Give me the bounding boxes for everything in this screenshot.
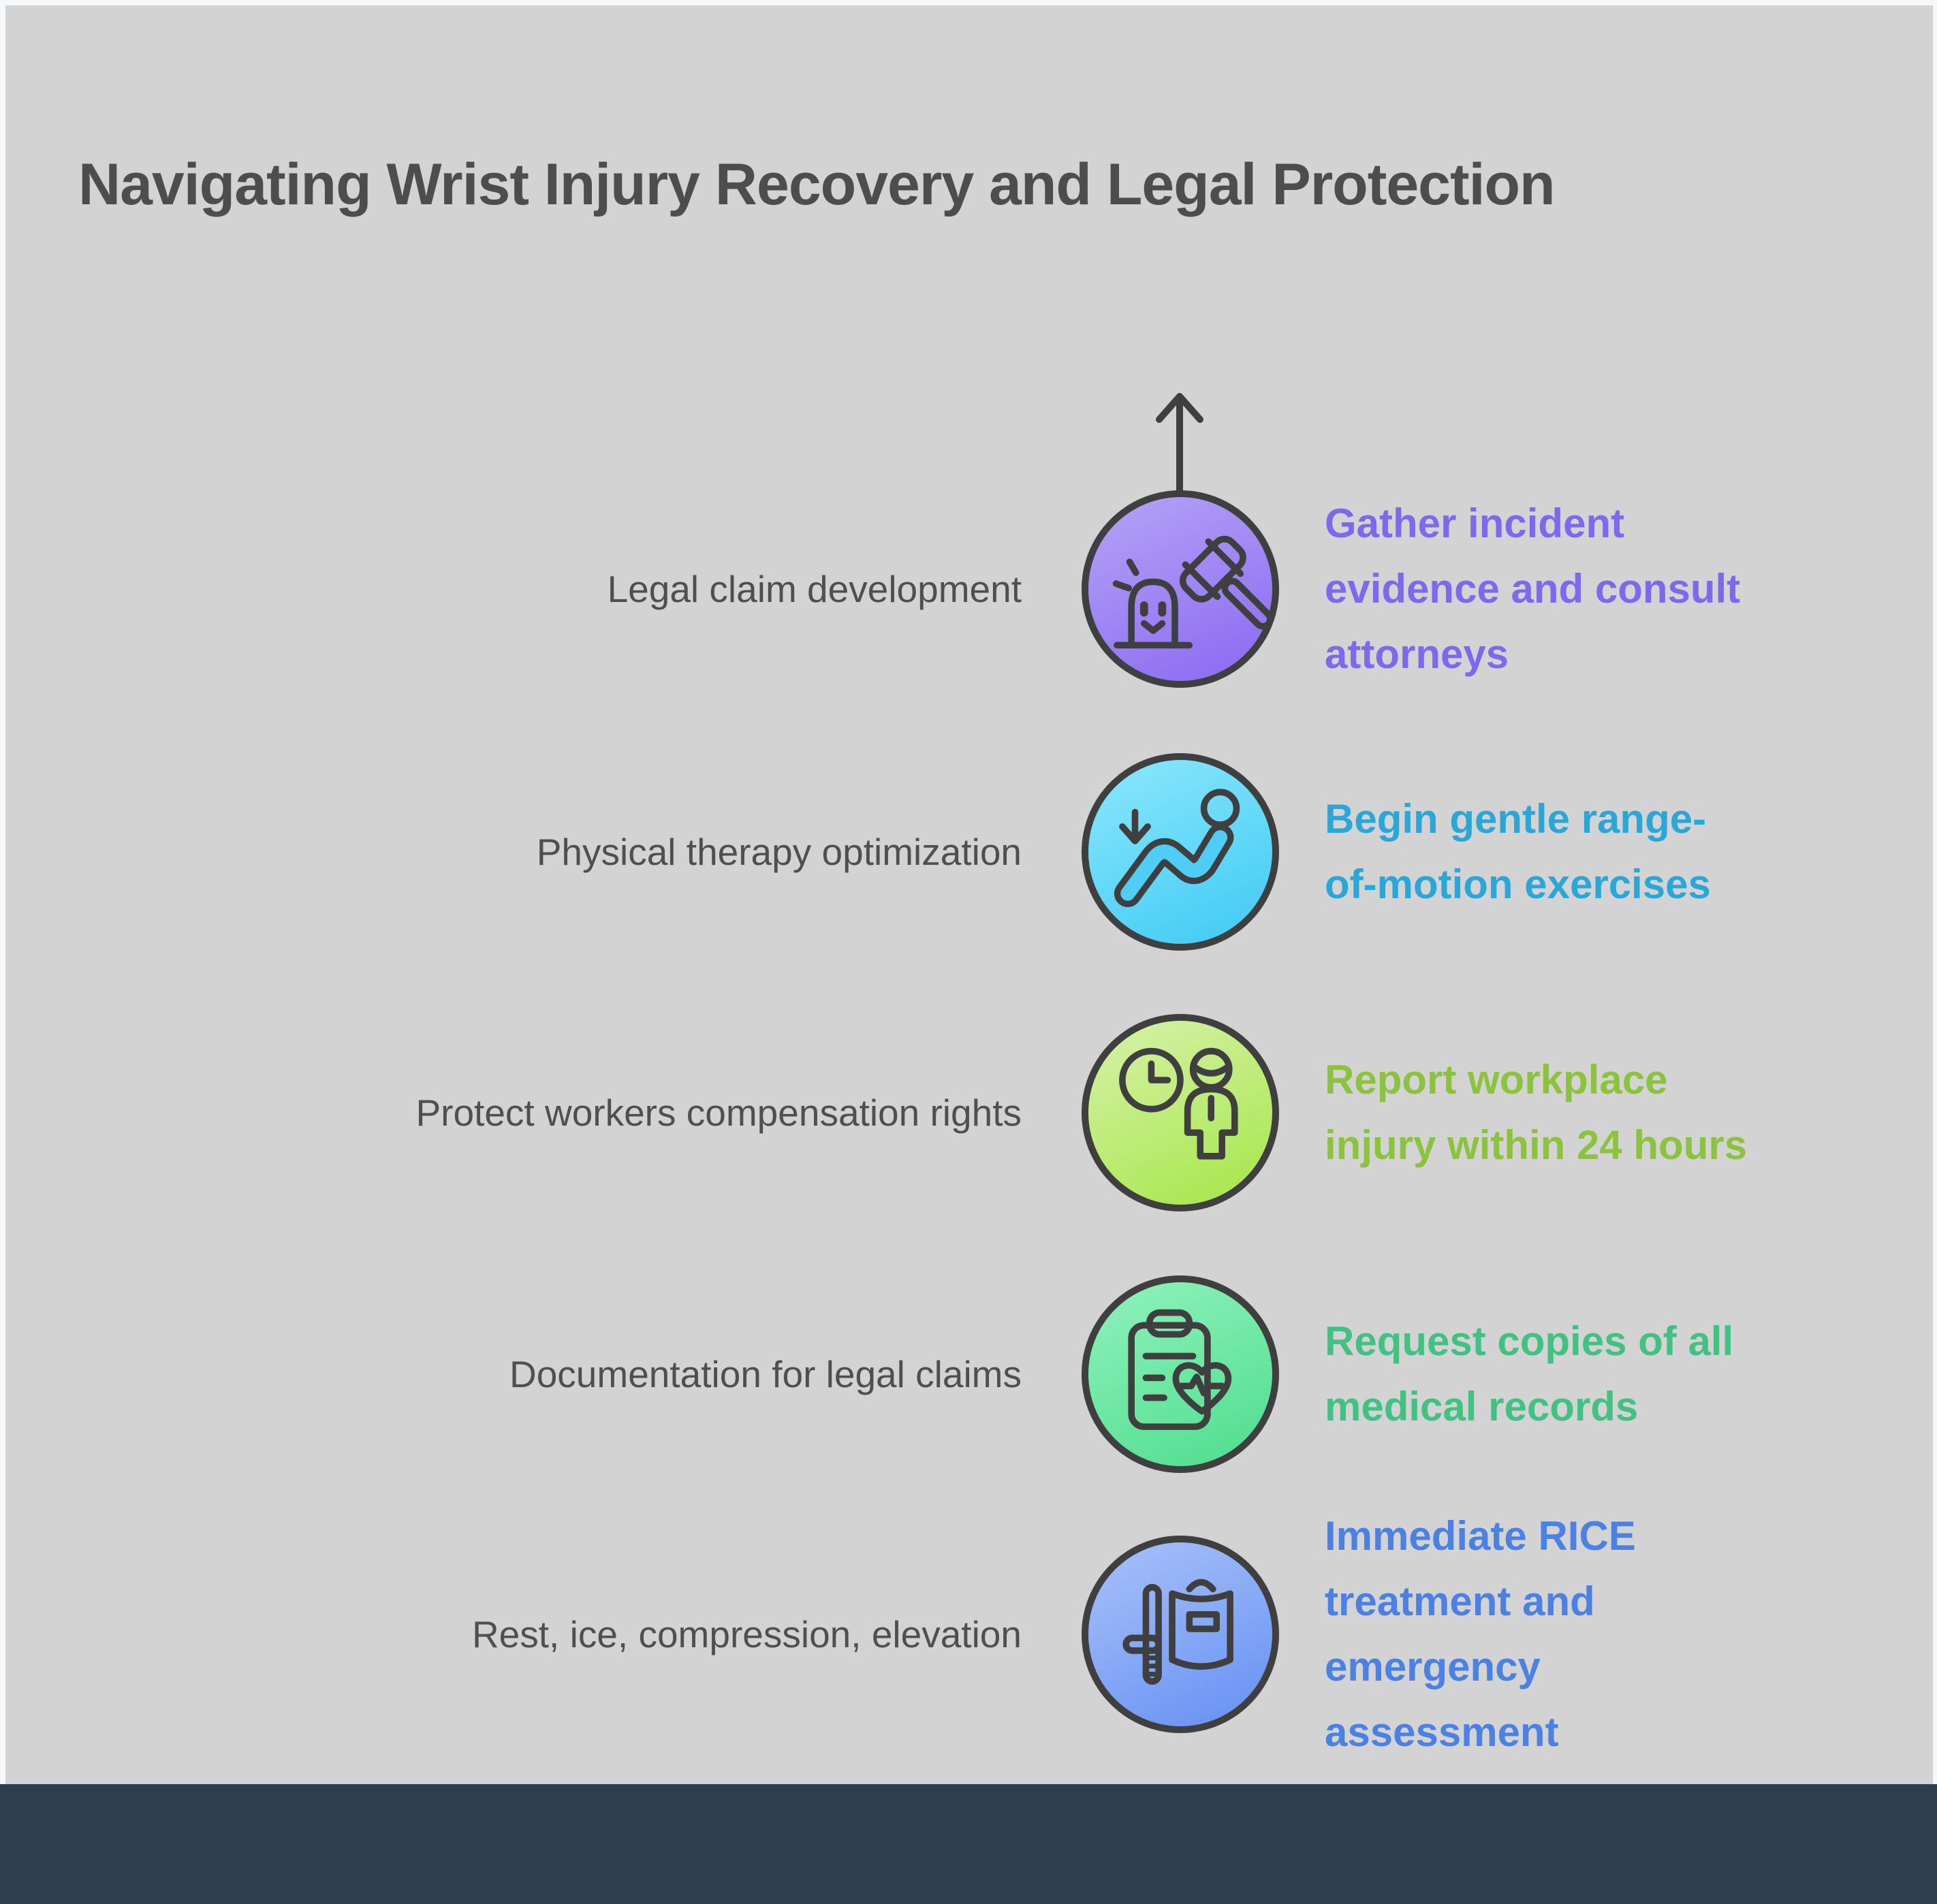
page-title: Navigating Wrist Injury Recovery and Leg…: [78, 152, 1556, 217]
step-icon-circle: [1082, 1275, 1279, 1473]
step-description: Report workplace injury within 24 hours: [1325, 1057, 1748, 1168]
step-label: Protect workers compensation rights: [415, 1092, 1022, 1134]
step-label: Rest, ice, compression, elevation: [471, 1613, 1022, 1655]
step-row-legal-claim: Legal claim development Gather incident …: [0, 490, 1937, 688]
footer-bar: [0, 1784, 1937, 1904]
step-icon-circle: [1082, 1014, 1279, 1211]
step-row-documentation: Documentation for legal claims Request c…: [0, 1275, 1937, 1473]
medical-clipboard-heart-icon: [1128, 1309, 1232, 1430]
gavel-gravestone-icon: [1112, 535, 1271, 649]
reclining-person-icon: [1114, 789, 1240, 908]
clock-person-icon: [1119, 1047, 1238, 1160]
step-label: Legal claim development: [607, 568, 1022, 610]
step-icon-circle: [1082, 1536, 1279, 1733]
step-icon-circle: [1082, 490, 1279, 688]
step-label: Documentation for legal claims: [509, 1353, 1022, 1395]
step-label: Physical therapy optimization: [536, 831, 1022, 873]
step-row-rice: Rest, ice, compression, elevation Immedi…: [0, 1504, 1937, 1765]
step-icon-circle: [1082, 753, 1279, 951]
step-description: Begin gentle range- of-motion exercises: [1325, 796, 1711, 907]
step-row-workers-comp: Protect workers compensation rights Repo…: [0, 1014, 1937, 1211]
up-arrow-icon: [1142, 387, 1217, 496]
shield-baton-icon: [1122, 1578, 1233, 1685]
step-description: Request copies of all medical records: [1325, 1318, 1734, 1429]
step-description: Immediate RICE treatment and emergency a…: [1325, 1513, 1636, 1755]
step-description: Gather incident evidence and consult att…: [1325, 501, 1741, 677]
background-panel: [5, 5, 1933, 1784]
step-row-physical-therapy: Physical therapy optimization Begin gent…: [0, 753, 1937, 951]
